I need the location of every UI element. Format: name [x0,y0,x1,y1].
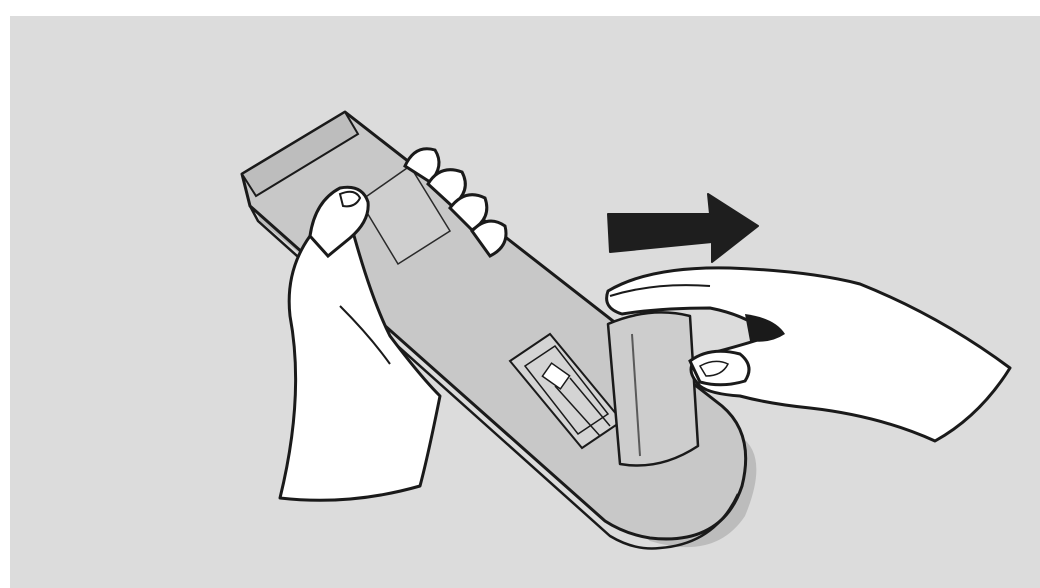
battery-cover-icon [608,312,698,465]
battery-cover-illustration [10,16,1040,588]
illustration-panel [10,16,1040,588]
battery-cover [608,312,698,465]
